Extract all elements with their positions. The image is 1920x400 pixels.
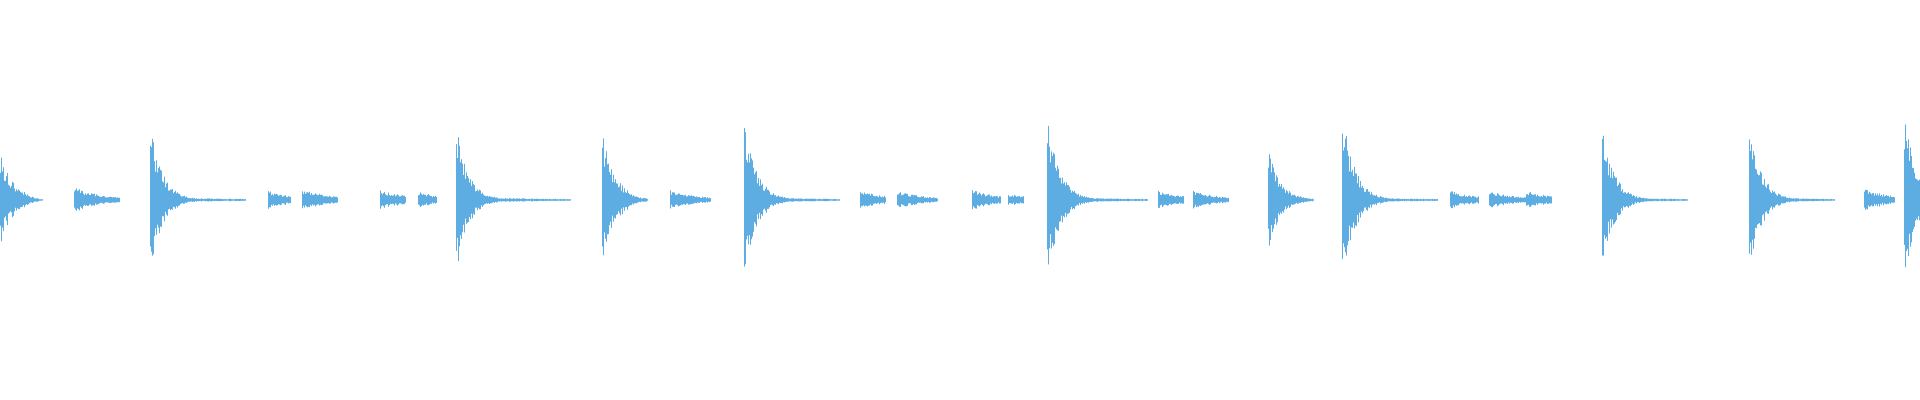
waveform-transient (302, 191, 338, 209)
waveform-transient (1749, 139, 1835, 255)
waveform-envelope (897, 192, 938, 207)
waveform-transient (0, 157, 43, 242)
waveform-transient (897, 192, 938, 207)
waveform-transient (418, 192, 437, 207)
waveform-transient (972, 190, 1001, 210)
waveform-envelope (1749, 139, 1835, 255)
waveform-envelope (1864, 189, 1895, 210)
waveform-envelope (1158, 190, 1184, 208)
waveform-envelope (1047, 125, 1148, 265)
waveform-transient (74, 188, 120, 211)
waveform-transient (1602, 135, 1688, 256)
waveform-transient (1268, 154, 1314, 246)
waveform-transients (0, 124, 1920, 268)
waveform-transient (1864, 189, 1895, 210)
waveform-transient (1158, 190, 1184, 208)
waveform-envelope (860, 192, 886, 208)
waveform-envelope (670, 190, 711, 209)
waveform-envelope (268, 191, 291, 209)
waveform-transient (744, 128, 840, 267)
waveform-envelope (602, 138, 648, 256)
waveform-transient (1047, 125, 1148, 265)
waveform-transient (1193, 190, 1229, 209)
waveform-envelope (1268, 154, 1314, 246)
waveform-envelope (150, 138, 246, 256)
waveform-transient (1342, 133, 1438, 260)
waveform-transient (380, 190, 406, 209)
waveform-envelope (380, 190, 406, 209)
waveform-envelope (972, 190, 1001, 210)
waveform-envelope (1489, 192, 1530, 208)
waveform-transient (456, 137, 571, 261)
waveform-transient (268, 191, 291, 209)
waveform-transient (1450, 191, 1479, 209)
waveform-envelope (302, 191, 338, 209)
waveform-envelope (1342, 133, 1438, 260)
waveform-envelope (1008, 194, 1024, 205)
waveform-transient (860, 192, 886, 208)
waveform-envelope (0, 157, 43, 242)
waveform-envelope (456, 137, 571, 261)
waveform-transient (602, 138, 648, 256)
waveform-transient (150, 138, 246, 256)
waveform-transient (670, 190, 711, 209)
waveform-envelope (1526, 192, 1552, 207)
waveform-envelope (74, 188, 120, 211)
waveform-envelope (1193, 190, 1229, 209)
waveform-envelope (1602, 135, 1688, 256)
waveform-transient (1489, 192, 1530, 208)
waveform-transient (1008, 194, 1024, 205)
waveform-envelope (744, 128, 840, 267)
waveform-envelope (418, 192, 437, 207)
waveform-transient (1526, 192, 1552, 207)
waveform-envelope (1450, 191, 1479, 209)
